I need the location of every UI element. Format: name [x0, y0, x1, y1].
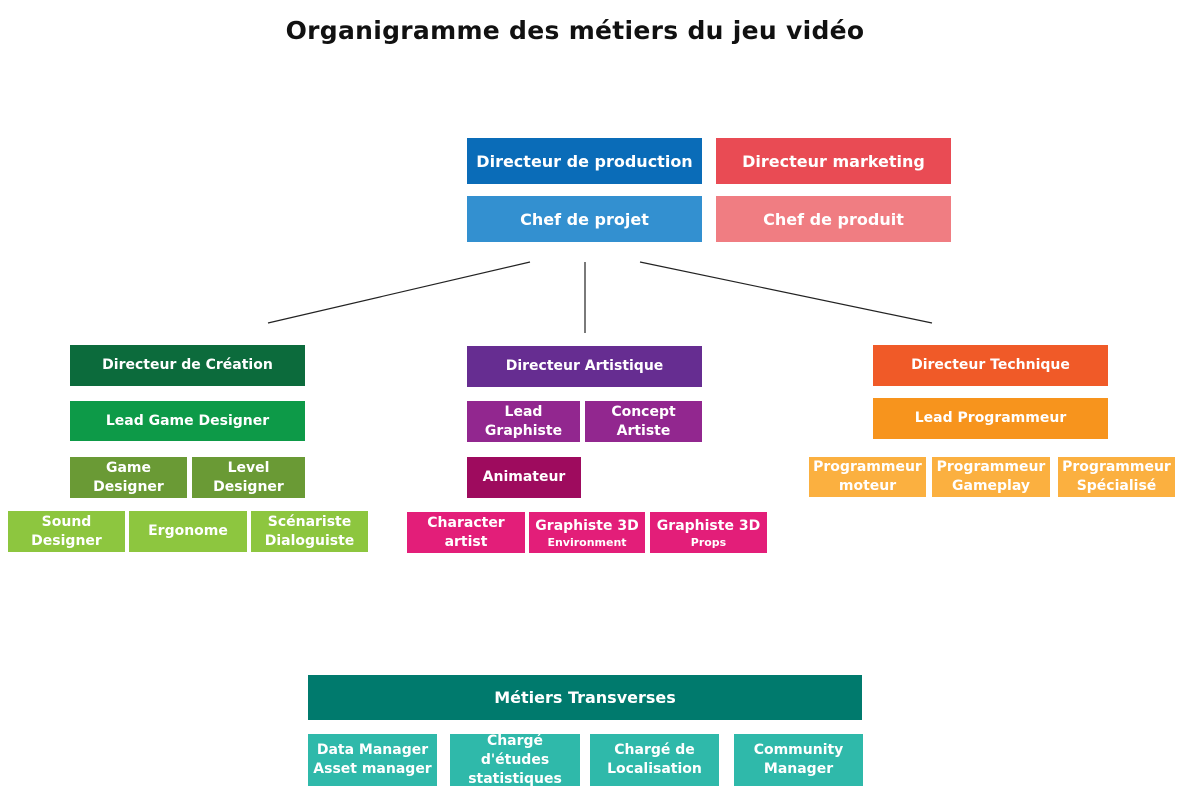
- box-charge-etudes: Chargé d'études statistiques: [450, 732, 580, 787]
- line2: Spécialisé: [1076, 478, 1157, 494]
- connector-technique: [639, 261, 933, 324]
- line1: Chargé d'études: [480, 732, 550, 768]
- line1: Sound: [41, 513, 92, 530]
- line1: Character: [427, 514, 505, 531]
- line1: Programmeur: [1062, 459, 1171, 475]
- line2: Artiste: [616, 422, 671, 439]
- line2: Designer: [213, 478, 284, 495]
- line2: Props: [690, 535, 727, 549]
- line1: Scénariste: [267, 513, 352, 530]
- box-metiers-transverses: Métiers Transverses: [308, 675, 862, 720]
- box-directeur-marketing: Directeur marketing: [716, 138, 951, 184]
- box-chef-de-produit: Chef de produit: [716, 196, 951, 242]
- line1: Programmeur: [936, 459, 1046, 475]
- line1: Level: [227, 459, 270, 476]
- connector-creation: [267, 261, 531, 324]
- line1: Chargé de: [614, 742, 695, 758]
- line2: Environment: [547, 535, 627, 549]
- line2: Manager: [763, 761, 834, 777]
- line1: Game: [105, 459, 152, 476]
- box-directeur-technique: Directeur Technique: [873, 345, 1108, 386]
- box-programmeur-moteur: Programmeur moteur: [809, 457, 926, 497]
- line1: Graphiste 3D: [656, 517, 761, 534]
- box-chef-de-projet: Chef de projet: [467, 196, 702, 242]
- line2: moteur: [838, 478, 897, 494]
- box-character-artist: Character artist: [407, 512, 525, 553]
- box-directeur-production: Directeur de production: [467, 138, 702, 184]
- line2: Designer: [93, 478, 164, 495]
- line1: Data Manager: [316, 742, 429, 758]
- line2: Dialoguiste: [264, 532, 355, 549]
- line2: artist: [444, 533, 488, 550]
- diagram-title: Organigramme des métiers du jeu vidéo: [285, 16, 865, 45]
- line2: statistiques: [468, 770, 562, 787]
- line1: Graphiste 3D: [535, 517, 639, 534]
- box-animateur: Animateur: [467, 457, 581, 498]
- line2: Localisation: [607, 761, 702, 777]
- line2: Asset manager: [313, 761, 432, 777]
- box-lead-programmeur: Lead Programmeur: [873, 398, 1108, 439]
- box-charge-localisation: Chargé de Localisation: [590, 734, 719, 786]
- line2: Designer: [31, 532, 102, 549]
- line2: Graphiste: [484, 422, 563, 439]
- line2: Gameplay: [952, 478, 1030, 494]
- box-directeur-creation: Directeur de Création: [70, 345, 305, 386]
- line1: Concept: [611, 403, 676, 420]
- box-directeur-artistique: Directeur Artistique: [467, 346, 702, 387]
- line1: Community: [753, 742, 844, 758]
- line1: Programmeur: [813, 459, 922, 475]
- line1: Ergonome: [148, 523, 228, 539]
- line1: Lead: [504, 403, 543, 420]
- box-lead-game-designer: Lead Game Designer: [70, 401, 305, 441]
- box-ergonome: Ergonome: [129, 511, 247, 552]
